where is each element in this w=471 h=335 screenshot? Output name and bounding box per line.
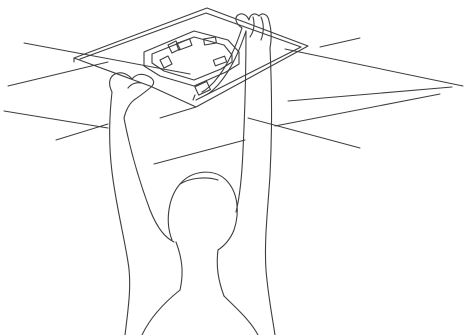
left-arm: [109, 72, 175, 335]
grid-line: [284, 48, 464, 87]
wiring: [192, 27, 247, 101]
bracket-arm: [159, 55, 173, 69]
head-outline: [167, 171, 238, 251]
right-arm-inner: [235, 30, 247, 213]
grid-line: [159, 106, 197, 119]
bracket-tab: [175, 38, 193, 51]
grid-line: [7, 61, 109, 87]
bracket-inner: [151, 36, 233, 81]
wire-cable: [205, 30, 247, 96]
bracket-tab: [212, 55, 228, 67]
left-hand: [109, 72, 155, 119]
wire-end: [192, 94, 196, 101]
grid-line: [153, 139, 246, 165]
right-arm: [235, 13, 276, 335]
head-hair-line: [179, 177, 219, 185]
left-hand-finger: [127, 82, 142, 89]
right-hand-finger: [249, 16, 255, 38]
right-arm-outer: [264, 47, 276, 335]
grid-line: [247, 117, 361, 149]
person-head: [141, 171, 259, 335]
right-hand: [235, 13, 272, 49]
mounting-bracket: [143, 30, 240, 87]
right-hand-finger: [260, 16, 264, 41]
neck-right: [216, 249, 225, 297]
shoulder-left: [141, 289, 181, 335]
wire-connector: [194, 80, 212, 96]
grid-line: [23, 42, 191, 75]
grid-line: [319, 37, 361, 48]
grid-line: [274, 93, 441, 127]
wire-cable: [201, 27, 243, 93]
shoulder-right: [223, 295, 259, 335]
grid-line: [287, 86, 453, 102]
panel-inner-edge: [79, 12, 302, 101]
bracket-outer: [143, 30, 240, 87]
ceiling-panel: [73, 7, 309, 108]
bracket-tab: [203, 36, 217, 46]
grid-line: [3, 110, 109, 129]
left-arm-inner: [123, 117, 175, 243]
left-arm-outer: [109, 91, 131, 335]
panel-outline: [73, 7, 309, 108]
bracket-arm: [167, 40, 181, 54]
ceiling-grid: [3, 37, 464, 165]
neck-left: [175, 241, 183, 291]
